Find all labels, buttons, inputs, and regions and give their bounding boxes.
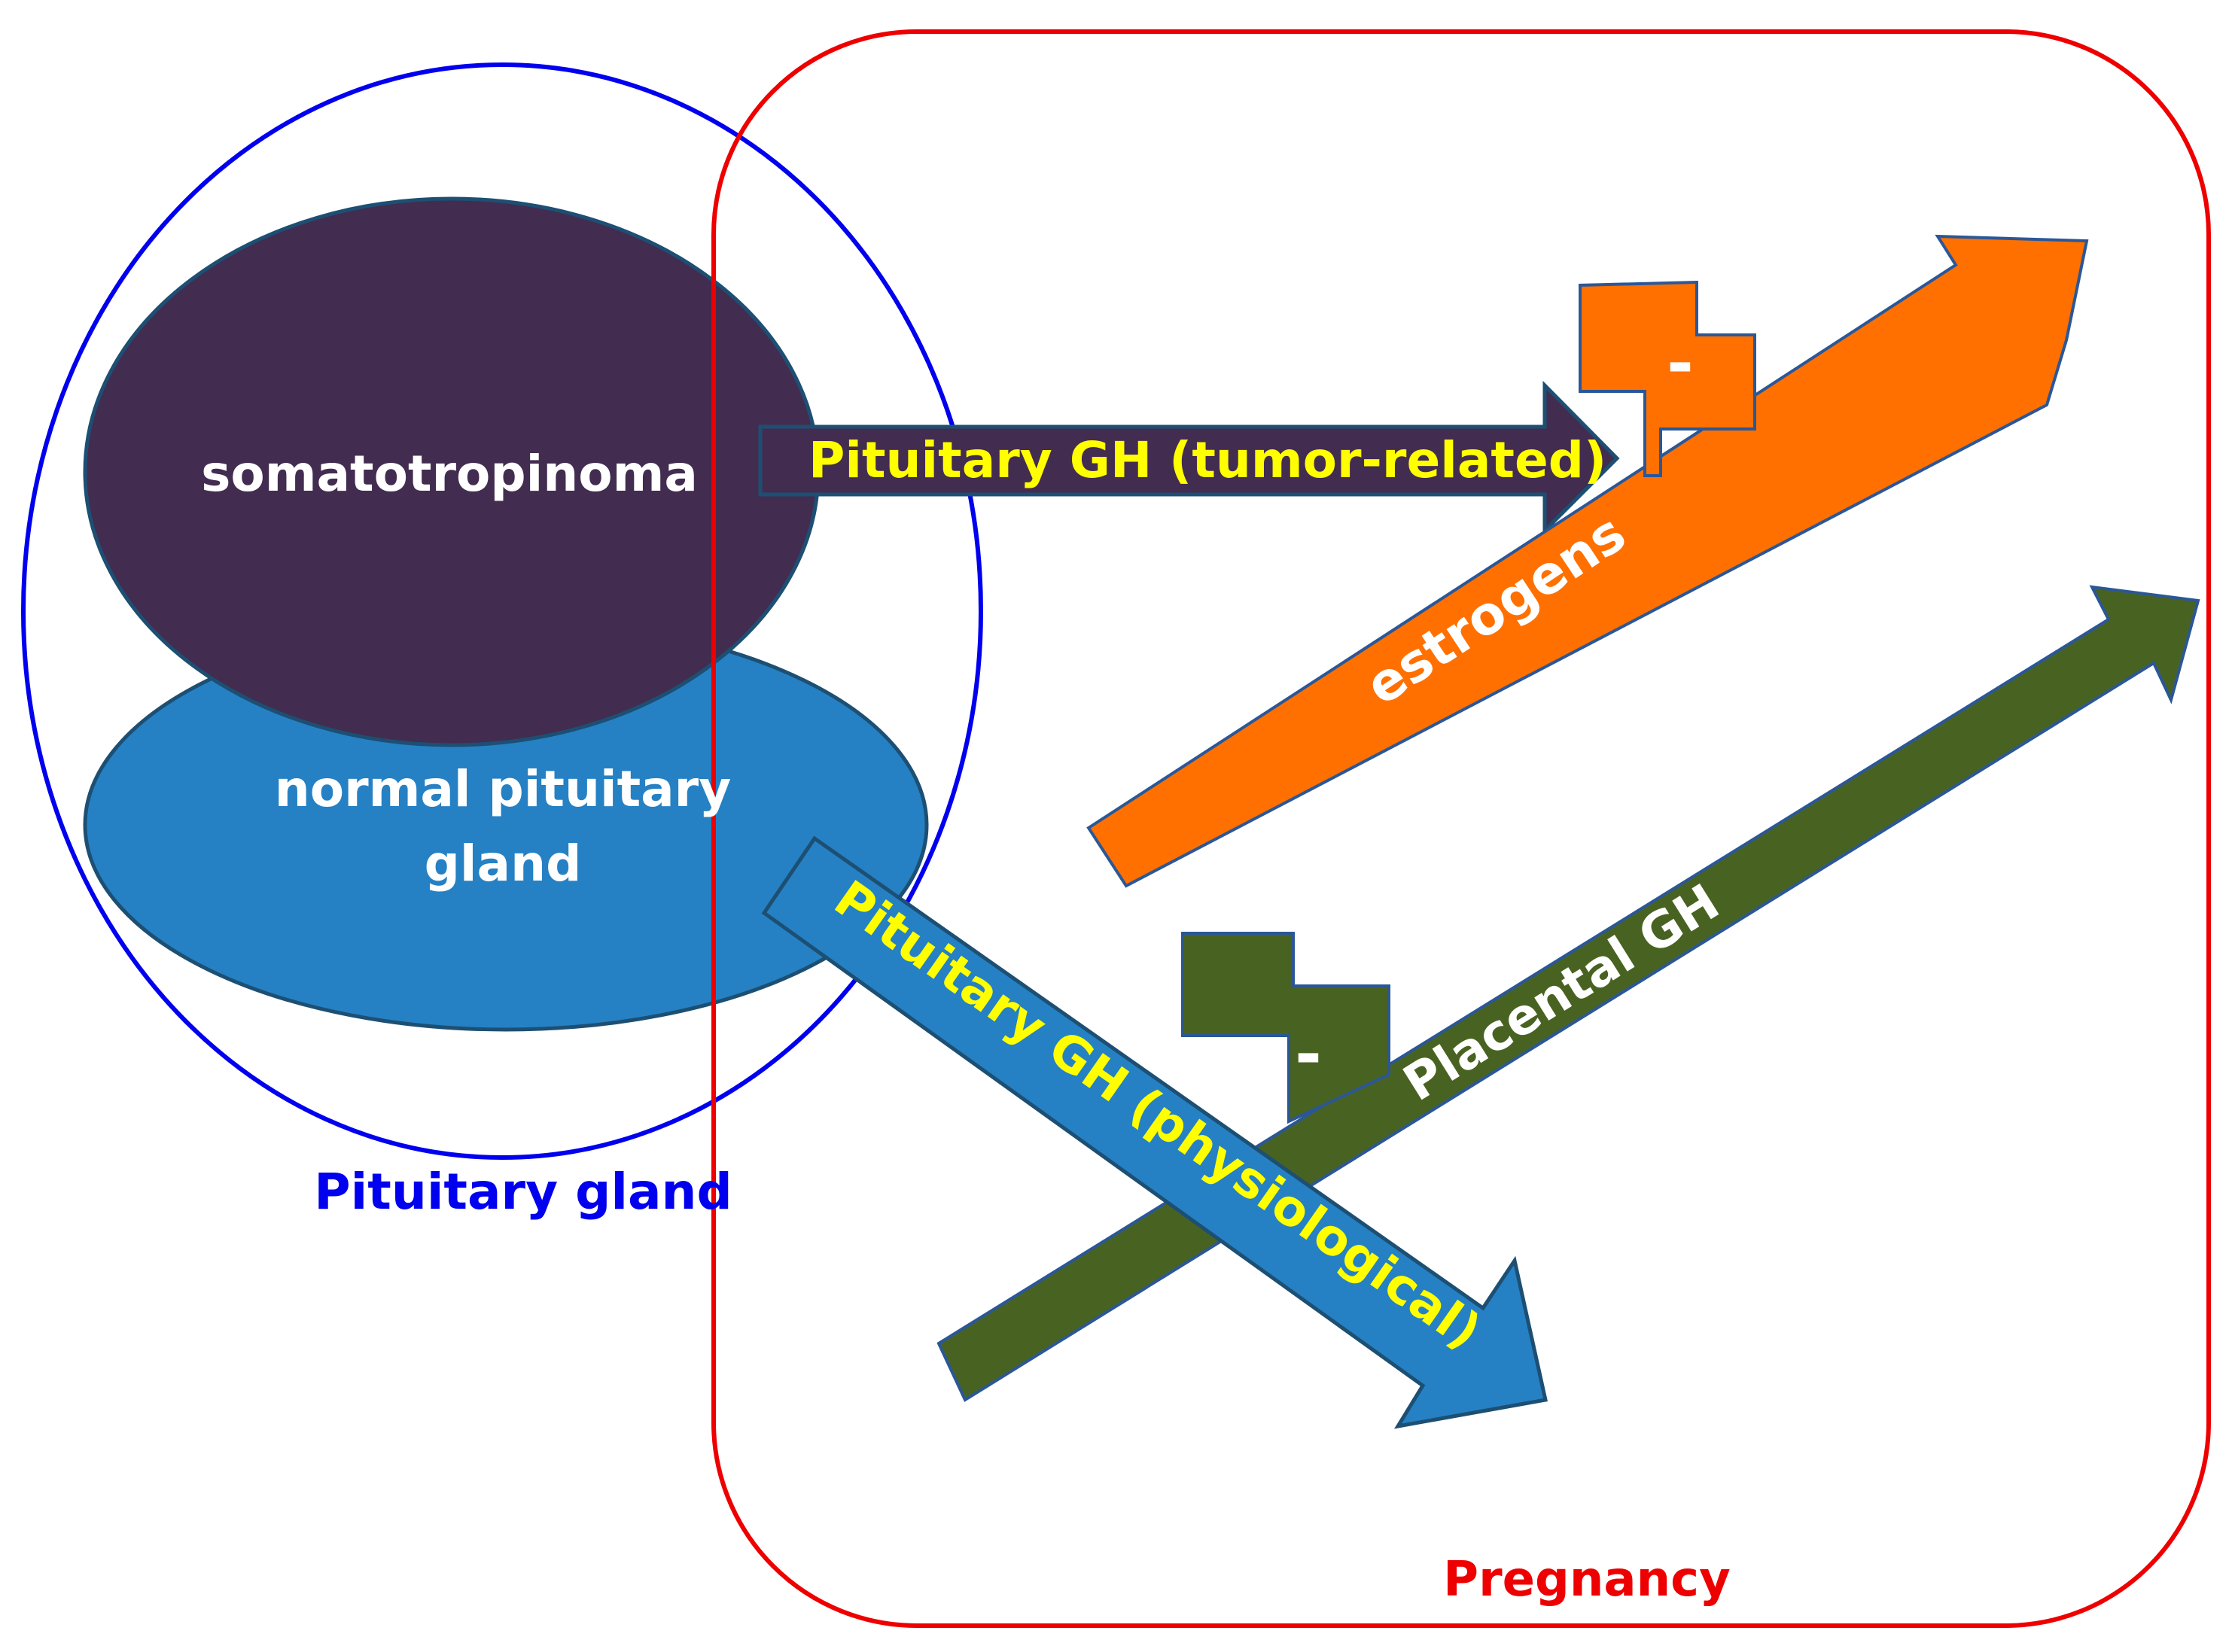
inhibition-estrogens-minus: - <box>1667 326 1694 401</box>
pregnancy-label: Pregnancy <box>1443 1552 1731 1608</box>
gh-tumor-label: Pituitary GH (tumor-related) <box>808 431 1606 489</box>
somatotropinoma-label: somatotropinoma <box>201 445 698 503</box>
inhibition-estrogens-marker <box>1579 280 1756 477</box>
estrogens-arrow <box>1086 234 2089 888</box>
placental-gh-label: Placental GH <box>1393 873 1729 1112</box>
pituitary-gland-outline <box>21 62 983 1160</box>
inhibition-placental-minus: - <box>1295 1017 1322 1092</box>
inhibition-placental-marker <box>1181 932 1390 1124</box>
pituitary-gland-label: Pituitary gland <box>314 1163 732 1221</box>
gh-physiological-arrow <box>761 835 1548 1429</box>
gh-tumor-arrow <box>758 380 1620 536</box>
pregnancy-box <box>711 29 2211 1628</box>
normal-pituitary-label-line1: normal pituitary <box>275 760 731 818</box>
normal-pituitary-label-line2: gland <box>425 835 582 893</box>
